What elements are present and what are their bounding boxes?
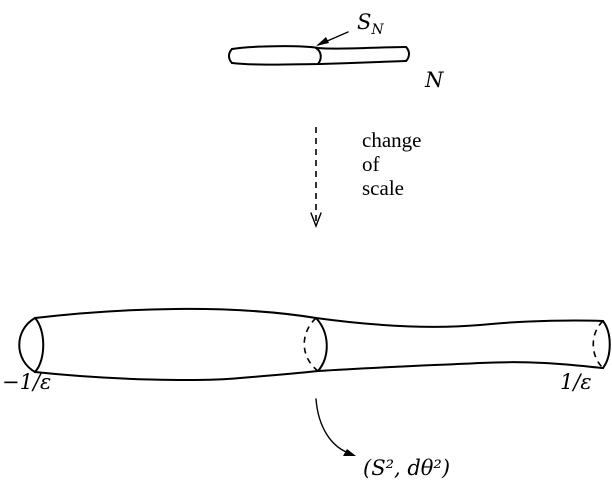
small-tube-right-cap	[405, 46, 410, 62]
cross-section-label: (S², dθ²)	[363, 456, 451, 480]
caption-line-3: scale	[362, 176, 404, 200]
large-tube-left-cap-front	[18, 317, 36, 373]
small-tube-bottom	[231, 60, 407, 66]
n-label: N	[425, 68, 444, 92]
left-end-label: −1/ε	[2, 370, 52, 394]
small-tube-top	[231, 45, 407, 50]
small-tube	[228, 45, 410, 66]
small-tube-neck-section	[315, 47, 322, 65]
large-tube	[18, 307, 611, 381]
large-tube-left-cap-back	[34, 317, 45, 373]
right-end-label: 1/ε	[560, 370, 592, 394]
large-tube-top	[34, 307, 604, 328]
caption-line-2: of	[362, 152, 380, 176]
cross-section-arrow	[315, 398, 356, 456]
change-of-scale-caption: change of scale	[362, 128, 421, 200]
change-of-scale-arrow	[310, 127, 322, 228]
sn-pointer-arrow	[316, 31, 349, 46]
sn-subscript: N	[371, 22, 384, 39]
sn-label: SN	[357, 10, 384, 39]
large-tube-neck-back	[303, 317, 319, 372]
large-tube-right-cap-front	[602, 320, 611, 369]
caption-line-1: change	[362, 128, 422, 152]
large-tube-neck-front	[315, 317, 328, 372]
large-tube-right-cap-back	[592, 320, 604, 369]
small-tube-left-cap	[228, 48, 233, 64]
